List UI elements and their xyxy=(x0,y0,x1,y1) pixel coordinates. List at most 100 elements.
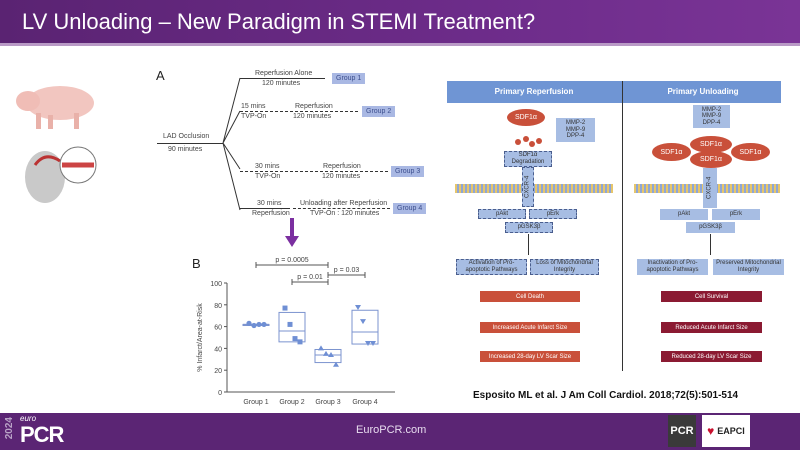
pig-heart-illustration xyxy=(16,86,97,203)
significance-bracket xyxy=(327,272,366,278)
branch2-pre-top: 15 mins xyxy=(241,103,266,110)
pakt-left: pAkt xyxy=(478,209,526,219)
data-point xyxy=(261,321,267,328)
cxcr4-receptor-right: CXCR-4 xyxy=(703,168,717,208)
data-point xyxy=(297,339,303,345)
heart-icon xyxy=(25,146,97,203)
heart-icon: ♥ xyxy=(707,424,715,438)
title-bar: LV Unloading – New Paradigm in STEMI Tre… xyxy=(0,0,800,46)
data-point xyxy=(365,340,371,346)
sdf1a-ellipse: SDF1α xyxy=(507,109,545,126)
data-point xyxy=(251,322,257,329)
year: 2024 xyxy=(4,417,15,440)
branch-lines xyxy=(222,77,241,211)
pgsk3b-left: pGSK3β xyxy=(505,222,553,233)
dpp4: DPP-4 xyxy=(566,133,585,140)
pakt-right: pAkt xyxy=(660,209,708,220)
branch3-bottom: 120 minutes xyxy=(322,173,361,180)
sdf1a-top: SDF1α xyxy=(690,136,732,153)
branch2-bottom: 120 minutes xyxy=(293,113,332,120)
perk-left: pErk xyxy=(529,209,577,219)
data-point xyxy=(370,340,376,346)
increased-infarct-box: Increased Acute Infarct Size xyxy=(480,322,580,333)
group-3-tag: Group 3 xyxy=(391,166,425,177)
panel-b-label: B xyxy=(192,256,201,271)
box xyxy=(278,311,306,343)
increased-scar-box: Increased 28-day LV Scar Size xyxy=(480,351,580,362)
group-1-tag: Group 1 xyxy=(332,73,366,84)
sdf1a-bottom: SDF1α xyxy=(690,151,732,168)
figure-header xyxy=(447,81,781,103)
branch4-pre-top: 30 mins xyxy=(257,200,282,207)
start-top: LAD Occlusion xyxy=(163,133,210,140)
slide-title: LV Unloading – New Paradigm in STEMI Tre… xyxy=(22,9,536,34)
box xyxy=(314,348,342,364)
down-arrow-icon xyxy=(285,218,299,247)
y-tick-label: 100 xyxy=(210,281,222,288)
branch2-top: Reperfusion xyxy=(295,103,333,110)
box xyxy=(351,309,379,345)
reduced-scar-box: Reduced 28-day LV Scar Size xyxy=(661,351,762,362)
mmp2: MMP-2 xyxy=(701,106,722,113)
logo-euro: euro xyxy=(20,414,37,423)
x-tick-label: Group 3 xyxy=(315,399,340,406)
branch2-pre-bottom: TVP-On xyxy=(241,113,267,120)
inactivation-box: Inactivation of Pro-apoptotic Pathways xyxy=(637,259,708,275)
preserved-box: Preserved Mitochondrial Integrity xyxy=(713,259,784,275)
activation-box: Activation of Pro-apoptotic Pathways xyxy=(456,259,527,275)
data-point xyxy=(246,320,252,326)
left-title: Primary Reperfusion xyxy=(494,87,574,96)
europcr-logo: PCR xyxy=(20,422,64,447)
data-point xyxy=(328,351,334,357)
data-point xyxy=(256,321,262,328)
data-point xyxy=(333,361,339,367)
p-value-label: p = 0.01 xyxy=(297,274,323,281)
right-title: Primary Unloading xyxy=(667,87,739,96)
eapci-text: EAPCI xyxy=(717,426,745,436)
p-value-label: p = 0.03 xyxy=(334,267,360,274)
data-point xyxy=(292,336,298,342)
eapci-logo: ♥EAPCI xyxy=(702,415,750,447)
branch3-pre-top: 30 mins xyxy=(255,163,280,170)
mmp9: MMP-9 xyxy=(565,126,586,133)
footer-url[interactable]: EuroPCR.com xyxy=(356,424,427,436)
pig-icon xyxy=(16,86,94,129)
dpp4: DPP-4 xyxy=(702,119,721,126)
reduced-infarct-box: Reduced Acute Infarct Size xyxy=(661,322,762,333)
loss-box: Loss of Mitochondrial Integrity xyxy=(530,259,599,275)
branch1-bottom: 120 minutes xyxy=(262,80,301,87)
significance-bracket xyxy=(291,279,329,285)
y-tick-label: 80 xyxy=(214,303,222,310)
perk-right: pErk xyxy=(712,209,760,220)
data-point xyxy=(323,350,329,356)
panel-a-label: A xyxy=(156,68,165,83)
branch4-bottom: TVP-On : 120 minutes xyxy=(310,210,380,217)
sdf1a-left: SDF1α xyxy=(652,143,691,161)
data-point xyxy=(360,319,366,325)
pcr-badge: PCR xyxy=(668,415,696,447)
footer: 2024 euro PCR EuroPCR.com PCR ♥EAPCI xyxy=(0,413,800,450)
branch3-pre-bottom: TVP-On xyxy=(255,173,281,180)
y-axis-label: % Infarct/Area-at-Risk xyxy=(197,303,204,372)
y-tick-label: 20 xyxy=(214,368,222,375)
degradation-box: SDF1α Degradation xyxy=(504,151,552,167)
y-tick-label: 40 xyxy=(214,346,222,353)
data-point xyxy=(318,345,324,351)
divider xyxy=(622,81,623,371)
mmp2: MMP-2 xyxy=(565,120,586,127)
cell-death-box: Cell Death xyxy=(480,291,580,302)
data-point xyxy=(355,304,361,310)
citation: Esposito ML et al. J Am Coll Cardiol. 20… xyxy=(473,390,739,401)
x-tick-label: Group 2 xyxy=(279,399,304,406)
membrane-left xyxy=(455,184,613,193)
data-point xyxy=(282,305,288,311)
pgsk3b-right: pGSK3β xyxy=(686,222,735,233)
group-2-tag: Group 2 xyxy=(362,106,396,117)
mmp9: MMP-9 xyxy=(701,113,722,120)
fragments-icon xyxy=(515,136,542,147)
sdf1a-right: SDF1α xyxy=(731,143,770,161)
branch4-top: Unloading after Reperfusion xyxy=(300,200,388,207)
y-tick-label: 60 xyxy=(214,325,222,332)
